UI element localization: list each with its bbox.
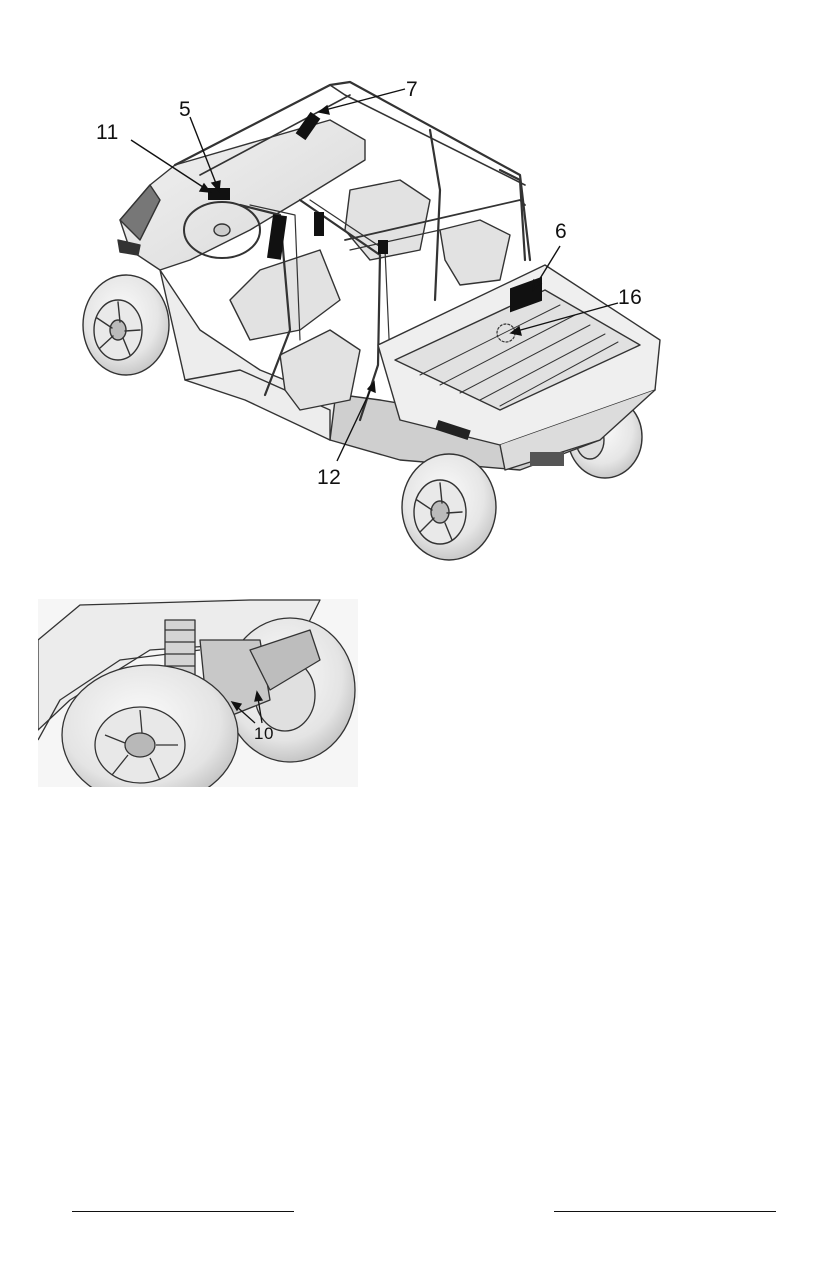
wheel-detail-drawing — [38, 599, 356, 787]
callout-5: 5 — [179, 98, 192, 121]
callout-10: 10 — [254, 724, 274, 743]
footer-rule-right — [554, 1211, 776, 1212]
callout-11: 11 — [96, 121, 119, 144]
callout-6: 6 — [555, 220, 568, 243]
footer-rule-left — [72, 1211, 294, 1212]
callout-16: 16 — [618, 286, 643, 309]
callout-7: 7 — [406, 78, 419, 101]
vehicle-drawing — [82, 80, 661, 561]
callout-12: 12 — [317, 466, 342, 489]
